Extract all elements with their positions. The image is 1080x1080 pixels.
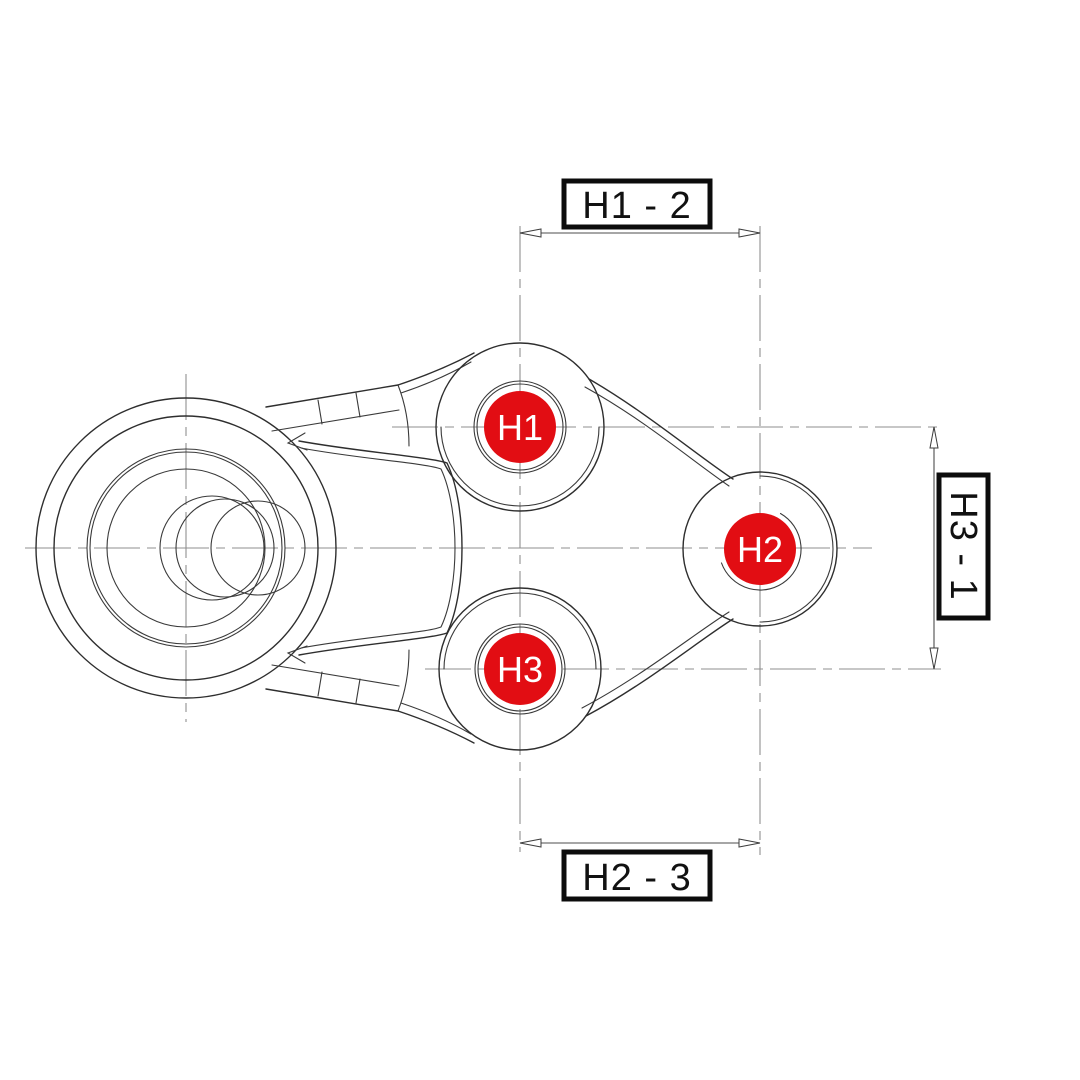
upper-band-rib-1 bbox=[317, 399, 323, 425]
h1-marker bbox=[484, 391, 556, 463]
h2-ring-arc bbox=[720, 512, 802, 591]
housing-inner-circle bbox=[106, 468, 266, 628]
housing-outer-circle bbox=[35, 397, 337, 699]
dimension-bottom-label-box bbox=[561, 849, 713, 902]
upper-band-top-edge bbox=[265, 384, 399, 408]
outline-lower-right-scurve bbox=[585, 618, 734, 717]
dimension-right-arrow-bottom bbox=[929, 647, 939, 670]
dimension-right-arrow-top bbox=[929, 426, 939, 449]
dimension-bottom-label: H2 - 3 bbox=[582, 857, 691, 899]
ball-housing bbox=[35, 397, 337, 699]
h2-marker bbox=[724, 513, 796, 585]
housing-bore-circle-outer bbox=[86, 448, 286, 648]
ball-stud-circle-3 bbox=[210, 500, 306, 596]
h3-marker bbox=[484, 633, 556, 705]
dimension-right-label-box bbox=[936, 472, 991, 621]
lower-band-rib-2 bbox=[355, 678, 361, 704]
outline-upper-right-scurve bbox=[588, 378, 734, 480]
dimension-right-label: H3 - 1 bbox=[942, 491, 984, 600]
h1-marker-label: H1 bbox=[497, 407, 543, 448]
h2-marker-label: H2 bbox=[737, 529, 783, 570]
boss-h2: H2 bbox=[682, 471, 838, 627]
center-lines bbox=[25, 226, 941, 855]
h3-boss-outer-circle bbox=[438, 587, 602, 751]
upper-band-end-corner bbox=[397, 384, 410, 447]
h3-ring-outer bbox=[474, 623, 566, 715]
ball-stud-circle-1 bbox=[159, 495, 265, 601]
housing-bore-circle-inner bbox=[89, 451, 283, 645]
housing-second-circle bbox=[53, 415, 319, 681]
outline-lower-left-edge-inner bbox=[400, 702, 472, 735]
outline-upper-left-edge-inner bbox=[400, 361, 472, 394]
outline-upper-right-scurve-inner bbox=[584, 386, 730, 487]
h3-boss-fillet-arc bbox=[443, 592, 597, 670]
lower-band-rib-1 bbox=[317, 671, 323, 697]
dimension-right: H3 - 1 bbox=[929, 426, 991, 670]
dimension-bottom-arrow-left bbox=[519, 838, 542, 848]
dimension-top-label: H1 - 2 bbox=[582, 185, 691, 227]
plate-left-edge-inner bbox=[300, 447, 456, 649]
lower-band-end-corner bbox=[397, 649, 410, 712]
h2-boss-fillet-arc bbox=[759, 475, 834, 623]
dimension-top-arrow-left bbox=[519, 228, 542, 238]
boss-h3: H3 bbox=[438, 587, 602, 751]
dimension-bottom-arrow-right bbox=[738, 838, 761, 848]
lower-band-bottom-edge bbox=[265, 688, 399, 712]
boss-h1: H1 bbox=[435, 342, 605, 512]
h3-marker-label: H3 bbox=[497, 649, 543, 690]
ball-stud-circle-2 bbox=[175, 498, 275, 598]
h1-ring-outer bbox=[473, 380, 567, 474]
part-outline bbox=[265, 352, 734, 744]
h3-ring-inner bbox=[477, 626, 563, 712]
outline-upper-left-edge bbox=[397, 352, 475, 386]
dimension-top: H1 - 2 bbox=[519, 178, 761, 238]
dimension-bottom: H2 - 3 bbox=[519, 838, 761, 902]
h1-boss-fillet-arc bbox=[440, 426, 600, 507]
upper-band-bottom-edge bbox=[271, 409, 400, 432]
outline-lower-right-scurve-inner bbox=[581, 611, 730, 709]
outline-lower-left-edge bbox=[397, 710, 475, 744]
upper-band-rib-2 bbox=[355, 392, 361, 418]
h2-boss-outer-circle bbox=[682, 471, 838, 627]
lower-band-top-edge bbox=[271, 664, 400, 687]
dimension-top-label-box bbox=[561, 178, 713, 230]
plate-left-edge-outer bbox=[298, 440, 463, 656]
dimension-top-arrow-right bbox=[738, 228, 761, 238]
h1-boss-outer-circle bbox=[435, 342, 605, 512]
h1-ring-inner bbox=[476, 383, 564, 471]
